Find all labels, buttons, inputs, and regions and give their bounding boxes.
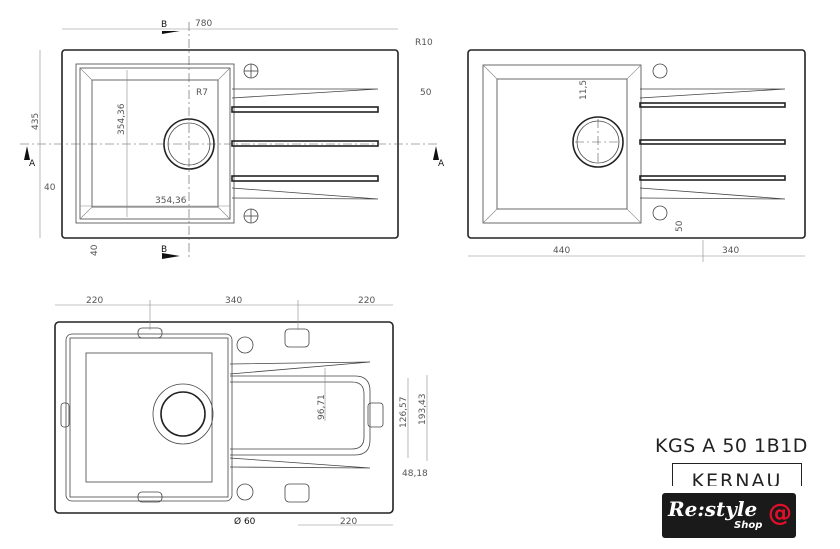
logo-text: Re:style [668, 497, 758, 521]
top-view: 780 R10 R7 50 435 354,36 354,36 40 40 B … [20, 19, 445, 260]
shop-logo: Re:style Shop @ [662, 493, 796, 538]
logo-sub: Shop [734, 520, 763, 531]
dim-top-middle: 340 [225, 296, 242, 306]
tap-hole-icon [652, 205, 668, 221]
dim-hole-diameter: Ø 60 [234, 516, 256, 527]
brand-name: KERNAU [691, 470, 783, 486]
drainer-ribs [231, 88, 379, 200]
dim-height: 435 [31, 113, 41, 130]
dim-bottom-margin: 40 [90, 244, 100, 256]
dim-top-left: 220 [86, 296, 103, 306]
tap-hole-icon [236, 336, 254, 354]
tap-hole-icon [236, 483, 254, 501]
dim-drain-offset: 11,5 [579, 80, 589, 100]
dim-right-length: 340 [722, 246, 739, 256]
clip-icon [137, 491, 163, 503]
dim-d2: 126,57 [399, 397, 409, 429]
clip-icon [284, 483, 310, 503]
brand-box: KERNAU [672, 463, 802, 486]
dim-left-margin: 40 [44, 183, 56, 193]
dim-d4: 48,18 [402, 469, 428, 479]
bottom-view: 220 340 220 220 Ø 60 96,71 126,57 193,43… [54, 296, 428, 527]
dim-basin-height: 354,36 [117, 103, 127, 135]
clip-icon [367, 402, 384, 428]
second-top-view: 11,5 50 440 340 [467, 49, 806, 262]
model-title: KGS A 50 1B1D [655, 435, 808, 457]
dim-width: 780 [195, 19, 212, 29]
dim-left-length: 440 [553, 246, 570, 256]
clip-icon [284, 328, 310, 348]
dim-inner-radius: R7 [196, 88, 208, 98]
dim-drainer: 50 [420, 88, 432, 98]
section-b-top: B [161, 20, 167, 30]
basin-rim [75, 63, 235, 224]
section-b-bottom: B [161, 245, 167, 255]
dim-corner-radius: R10 [415, 38, 433, 48]
dim-basin-width: 354,36 [155, 196, 187, 206]
drain-icon [152, 383, 214, 445]
clip-icon [60, 402, 70, 428]
dim-top-right: 220 [358, 296, 375, 306]
section-a-right: A [438, 159, 445, 169]
cart-icon: @ [768, 499, 792, 527]
drain-icon [572, 116, 624, 168]
dim-d3: 193,43 [418, 394, 428, 426]
dim-hole-offset: 50 [675, 220, 685, 232]
dim-d1: 96,71 [317, 394, 327, 420]
dim-bottom-right: 220 [340, 517, 357, 527]
tap-hole-icon [652, 63, 668, 79]
section-a-left: A [29, 159, 36, 169]
